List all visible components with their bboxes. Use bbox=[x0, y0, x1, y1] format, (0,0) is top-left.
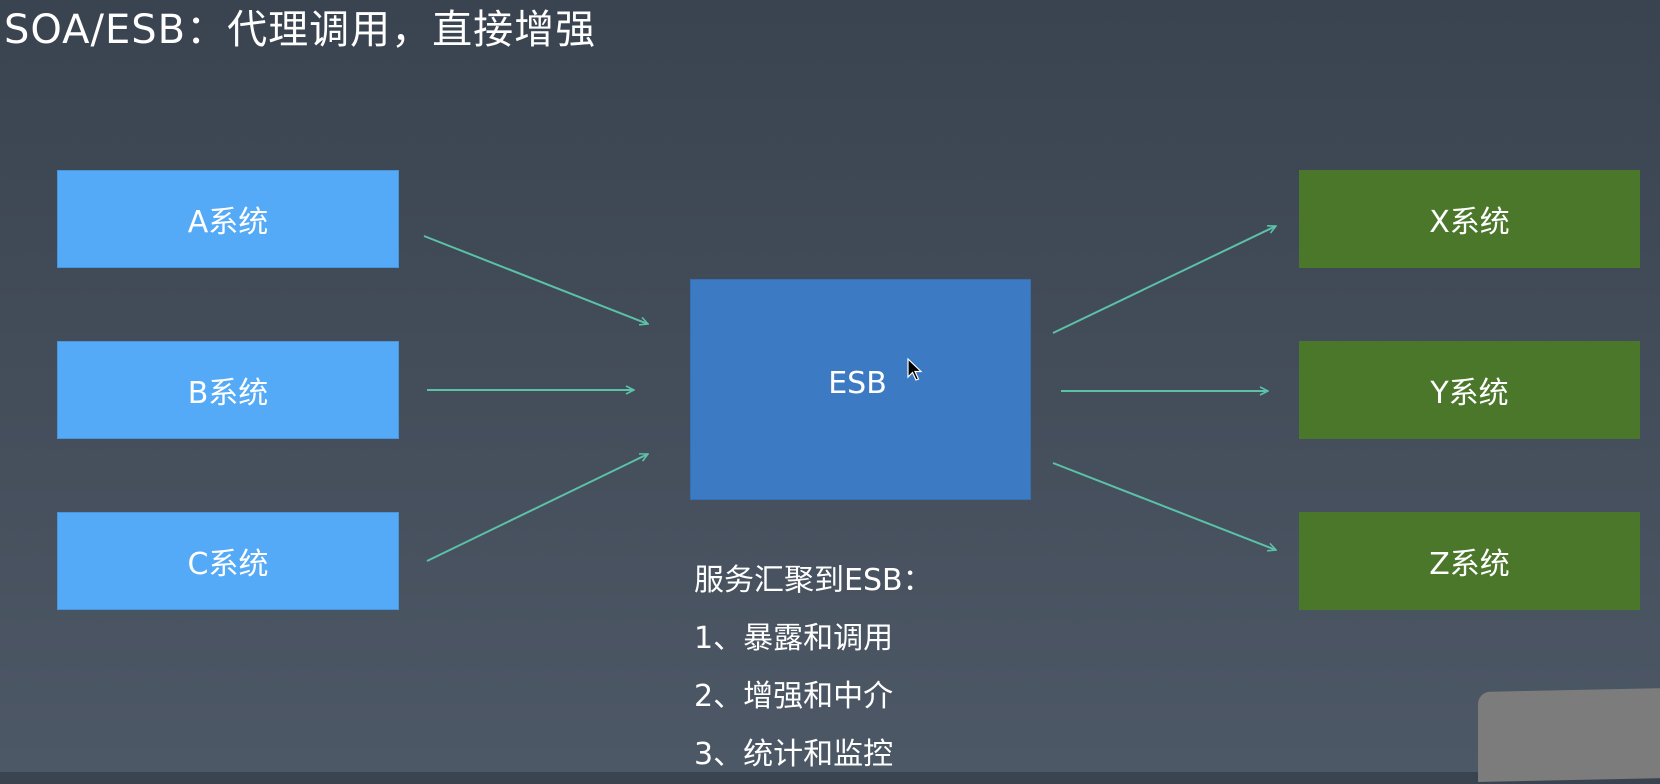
source-system-c-label: C系统 bbox=[187, 547, 269, 582]
target-system-z-label: Z系统 bbox=[1429, 547, 1510, 582]
target-system-z: Z系统 bbox=[1299, 512, 1640, 610]
arrow-esb-to-x bbox=[1052, 226, 1276, 334]
source-system-a-label: A系统 bbox=[187, 205, 269, 240]
target-system-x: X系统 bbox=[1299, 170, 1640, 268]
target-system-y-label: Y系统 bbox=[1430, 376, 1509, 411]
source-system-c: C系统 bbox=[57, 512, 399, 610]
mouse-pointer-icon bbox=[907, 358, 923, 381]
slide-title: SOA/ESB：代理调用，直接增强 bbox=[4, 7, 597, 53]
esb-hub-label: ESB bbox=[828, 366, 887, 401]
target-system-x-label: X系统 bbox=[1429, 205, 1510, 240]
esb-notes-item-1: 1、暴露和调用 bbox=[694, 621, 894, 656]
arrow-esb-to-z bbox=[1052, 462, 1276, 550]
arrow-a-to-esb bbox=[423, 235, 648, 324]
source-system-b: B系统 bbox=[57, 341, 399, 439]
esb-notes-item-3: 3、统计和监控 bbox=[694, 737, 894, 772]
esb-notes-item-2: 2、增强和中介 bbox=[694, 679, 894, 714]
arrow-c-to-esb bbox=[426, 454, 648, 562]
esb-notes: 服务汇聚到ESB： 1、暴露和调用 2、增强和中介 3、统计和监控 bbox=[694, 552, 933, 784]
esb-hub-box: ESB bbox=[690, 279, 1031, 500]
target-system-y: Y系统 bbox=[1299, 341, 1640, 439]
source-system-b-label: B系统 bbox=[187, 376, 269, 411]
esb-notes-heading: 服务汇聚到ESB： bbox=[694, 563, 933, 598]
gray-overlay-panel bbox=[1478, 688, 1660, 782]
source-system-a: A系统 bbox=[57, 170, 399, 268]
